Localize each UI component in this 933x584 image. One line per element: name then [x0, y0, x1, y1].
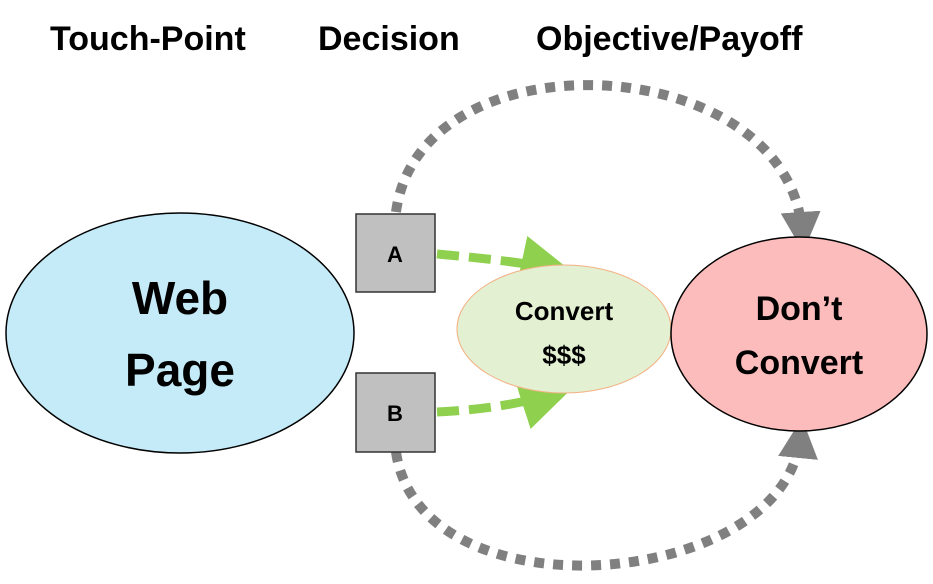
- convert-ellipse: [456, 264, 672, 394]
- header-decision: Decision: [318, 20, 460, 58]
- web-page-node: Web Page: [5, 212, 355, 454]
- option-a-label: A: [387, 242, 403, 267]
- option-b-label: B: [387, 401, 403, 426]
- arrow-a-to-dont-convert: [391, 80, 821, 252]
- arrow-b-to-dont-convert: [391, 418, 818, 571]
- convert-node: Convert $$$: [456, 264, 672, 394]
- web-page-line2: Page: [125, 344, 235, 396]
- header-touch-point: Touch-Point: [50, 20, 246, 58]
- header-objective-payoff: Objective/Payoff: [536, 20, 803, 58]
- option-a-rect: [355, 213, 436, 293]
- dont-convert-line2: Convert: [735, 344, 863, 382]
- web-page-line1: Web: [132, 272, 228, 324]
- dont-convert-line1: Don’t: [756, 290, 843, 328]
- arrow-a-to-convert: [436, 235, 575, 289]
- option-b-rect: [355, 372, 436, 453]
- web-page-ellipse: [5, 212, 355, 454]
- convert-line2: $$$: [542, 340, 586, 370]
- dont-convert-node: Don’t Convert: [670, 236, 928, 432]
- option-b-box: B: [355, 372, 436, 453]
- arrow-b-to-convert: [436, 377, 574, 429]
- convert-line1: Convert: [515, 296, 614, 326]
- option-a-box: A: [355, 213, 436, 293]
- dont-convert-ellipse: [670, 236, 928, 432]
